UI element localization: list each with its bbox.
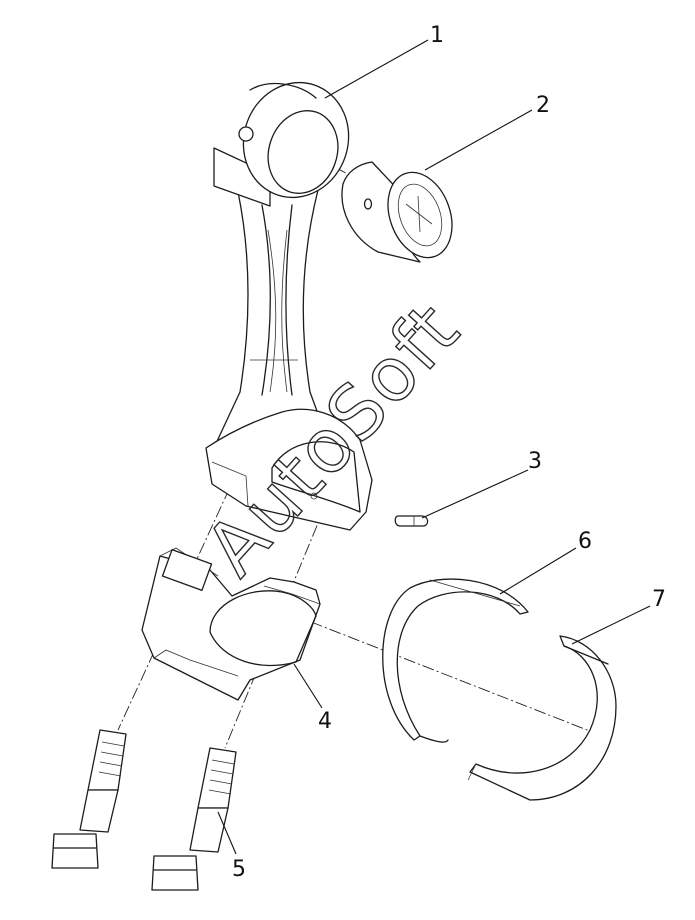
cap-bolt-left xyxy=(51,729,127,869)
callout-2: 2 xyxy=(536,93,550,118)
connecting-rod xyxy=(205,81,373,531)
callout-4: 4 xyxy=(318,709,332,734)
callout-1: 1 xyxy=(430,23,444,48)
callout-leaders xyxy=(217,39,651,855)
cap-bolt-right xyxy=(151,747,237,891)
callout-3: 3 xyxy=(528,449,542,474)
callout-5: 5 xyxy=(232,857,246,882)
callout-6: 6 xyxy=(578,529,592,554)
connecting-rod-cap xyxy=(141,547,321,701)
upper-bearing-shell xyxy=(382,578,529,743)
callout-labels: 1 2 3 4 5 6 7 xyxy=(232,23,666,882)
small-end-bushing xyxy=(341,161,453,263)
callout-7: 7 xyxy=(652,587,666,612)
lower-bearing-shell xyxy=(467,635,617,801)
